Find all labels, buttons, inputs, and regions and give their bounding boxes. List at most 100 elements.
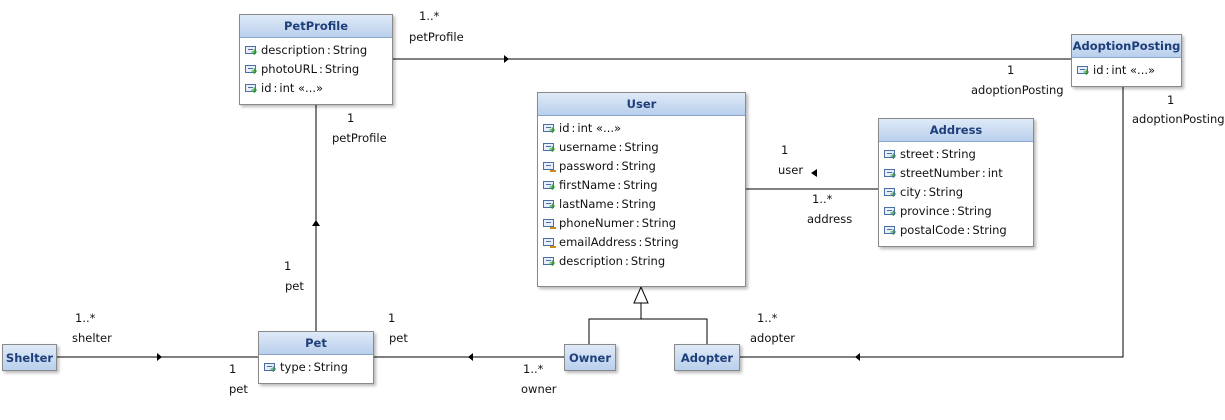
attribute-list: +id:int «...»: [1072, 58, 1181, 80]
public-attribute-icon: +: [543, 142, 556, 154]
multiplicity-label: 1: [1167, 93, 1175, 107]
attribute-row[interactable]: +username:String: [543, 138, 745, 157]
attribute-row[interactable]: +city:String: [884, 183, 1033, 202]
type-separator: :: [618, 140, 623, 154]
attribute-name: firstName: [559, 178, 616, 192]
attribute-row[interactable]: +lastName:String: [543, 195, 745, 214]
type-separator: :: [981, 166, 986, 180]
type-separator: :: [617, 178, 622, 192]
class-adopter[interactable]: Adopter: [674, 344, 740, 371]
edge-shelter-pet-arrow: [157, 353, 162, 361]
type-separator: :: [318, 62, 323, 76]
public-attribute-icon: +: [884, 187, 897, 199]
attribute-type: String: [630, 254, 666, 268]
type-separator: :: [951, 204, 956, 218]
edge-adoptionposting-adopter-arrow: [855, 353, 860, 361]
role-label: adoptionPosting: [1132, 112, 1225, 126]
attribute-row[interactable]: +province:String: [884, 202, 1033, 221]
attribute-name: id: [261, 81, 272, 95]
multiplicity-label: 1: [284, 259, 292, 273]
attribute-row[interactable]: phoneNumer:String: [543, 214, 745, 233]
multiplicity-label: 1: [229, 362, 237, 376]
type-separator: :: [966, 223, 971, 237]
class-shelter[interactable]: Shelter: [2, 344, 57, 371]
type-separator: :: [273, 81, 278, 95]
class-petprofile[interactable]: PetProfile +description:String+photoURL:…: [239, 14, 393, 105]
edge-adoptionposting-adopter[interactable]: [740, 87, 1124, 358]
class-owner[interactable]: Owner: [564, 344, 616, 371]
multiplicity-label: 1..*: [75, 311, 96, 325]
attribute-row[interactable]: +description:String: [543, 252, 745, 271]
role-label: owner: [521, 382, 557, 396]
multiplicity-label: 1..*: [757, 311, 778, 325]
attribute-row[interactable]: +photoURL:String: [245, 60, 392, 79]
type-separator: :: [624, 254, 629, 268]
attribute-name: id: [1093, 63, 1104, 77]
attribute-name: streetNumber: [900, 166, 980, 180]
attribute-row[interactable]: +firstName:String: [543, 176, 745, 195]
role-label: pet: [229, 382, 248, 396]
attribute-row[interactable]: +type:String: [264, 358, 373, 377]
attribute-row[interactable]: +id:int «...»: [543, 119, 745, 138]
class-address[interactable]: Address +street:String+streetNumber:int+…: [878, 118, 1034, 247]
role-label: adoptionPosting: [971, 83, 1064, 97]
class-pet[interactable]: Pet +type:String: [258, 331, 374, 384]
role-label: pet: [389, 331, 408, 345]
generalization-triangle-icon: [633, 285, 649, 304]
multiplicity-label: 1: [388, 311, 396, 325]
class-name: Adopter: [675, 345, 739, 370]
multiplicity-label: 1: [1007, 63, 1015, 77]
type-separator: :: [571, 121, 576, 135]
role-label: user: [778, 163, 804, 177]
private-attribute-icon: [543, 218, 556, 230]
public-attribute-icon: +: [245, 83, 258, 95]
attribute-row[interactable]: +description:String: [245, 41, 392, 60]
attribute-name: province: [900, 204, 950, 218]
attribute-row[interactable]: +id:int «...»: [1077, 61, 1181, 80]
attribute-row[interactable]: +street:String: [884, 145, 1033, 164]
attribute-row[interactable]: +streetNumber:int: [884, 164, 1033, 183]
edge-pet-owner-arrow: [468, 353, 473, 361]
public-attribute-icon: +: [543, 199, 556, 211]
public-attribute-icon: +: [884, 168, 897, 180]
attribute-row[interactable]: +id:int «...»: [245, 79, 392, 98]
type-separator: :: [922, 185, 927, 199]
multiplicity-label: 1: [347, 111, 355, 125]
attribute-row[interactable]: emailAddress:String: [543, 233, 745, 252]
class-name: Pet: [259, 332, 373, 355]
attribute-list: +street:String+streetNumber:int+city:Str…: [879, 142, 1033, 240]
attribute-type: String: [624, 140, 659, 154]
attribute-name: type: [280, 360, 306, 374]
edge-petprofile-adoptionposting-arrow: [504, 55, 509, 63]
multiplicity-label: 1..*: [523, 362, 544, 376]
attribute-row[interactable]: +postalCode:String: [884, 221, 1033, 240]
attribute-row[interactable]: password:String: [543, 157, 745, 176]
attribute-name: username: [559, 140, 617, 154]
attribute-type: String: [621, 159, 656, 173]
public-attribute-icon: +: [884, 206, 897, 218]
attribute-type: String: [313, 360, 348, 374]
attribute-type: int: [987, 166, 1003, 180]
edge-owner-user[interactable]: [588, 303, 642, 344]
class-name: AdoptionPosting: [1072, 35, 1181, 58]
type-separator: :: [635, 216, 640, 230]
edge-user-address-arrow: [811, 169, 817, 177]
public-attribute-icon: +: [543, 256, 556, 268]
class-adoptionposting[interactable]: AdoptionPosting +id:int «...»: [1071, 34, 1182, 87]
edge-petprofile-pet-arrow: [312, 220, 320, 226]
attribute-name: street: [900, 147, 934, 161]
edge-adopter-user[interactable]: [641, 318, 708, 344]
private-attribute-icon: [543, 161, 556, 173]
type-separator: :: [615, 197, 620, 211]
attribute-type: String: [941, 147, 976, 161]
attribute-list: +description:String+photoURL:String+id:i…: [240, 38, 392, 98]
attribute-type: String: [623, 178, 658, 192]
role-label: petProfile: [332, 131, 387, 145]
class-name: Address: [879, 119, 1033, 142]
role-label: pet: [285, 279, 304, 293]
public-attribute-icon: +: [264, 362, 277, 374]
attribute-name: password: [559, 159, 614, 173]
